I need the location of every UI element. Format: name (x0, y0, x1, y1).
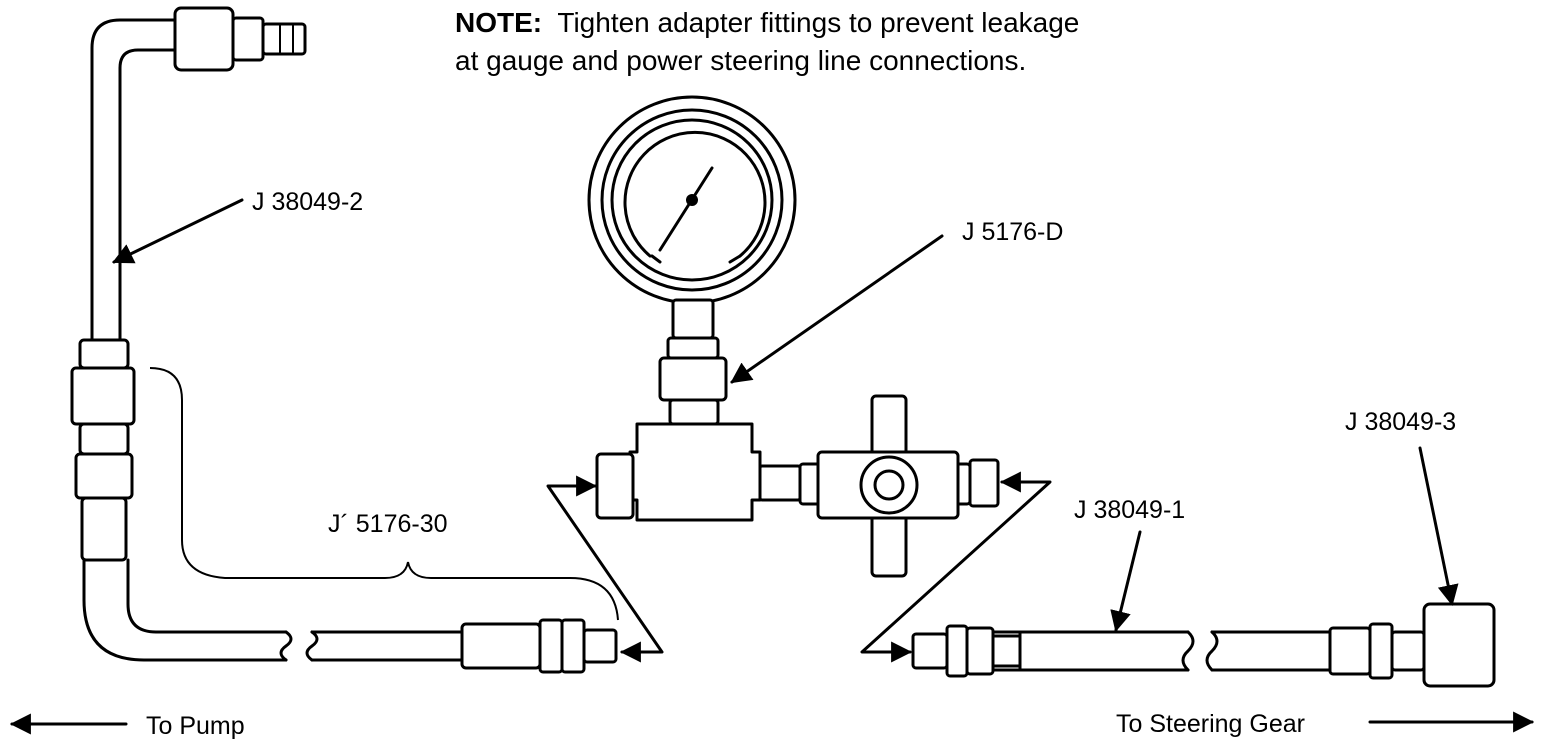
gear-hose-end-fitting (911, 632, 949, 670)
valve-knob (859, 455, 919, 515)
gear-hose-ferrule (965, 626, 995, 676)
gear-hose-nut (945, 624, 969, 678)
hex-fitting (74, 452, 134, 500)
label-gauge: J 5176-D (962, 218, 1063, 246)
note-text: NOTE: Tighten adapter fittings to preven… (455, 7, 1079, 38)
gauge-needle (658, 166, 714, 252)
hose-ferrule (78, 338, 130, 370)
gear-hose-crimp (1328, 626, 1372, 676)
gear-hose-assembly (911, 602, 1496, 688)
pump-hose-nut-1 (538, 618, 564, 674)
valve-thread (758, 464, 802, 502)
note-line1: Tighten adapter fittings to prevent leak… (557, 7, 1079, 38)
swivel-nut (70, 366, 136, 426)
pump-hose-bracket (149, 367, 619, 621)
to-pump-label: To Pump (146, 712, 245, 740)
label-hose-gear: J 38049-1 (1074, 496, 1185, 524)
gauge-stem (671, 298, 715, 340)
pump-hose-fitting (582, 628, 618, 664)
pump-hose-nut-2 (560, 618, 586, 674)
pump-hose-ferrule (460, 622, 542, 670)
gear-hose-crimp-ring (1368, 622, 1394, 680)
left-connection-line (546, 475, 664, 663)
hose-break-right (305, 630, 319, 662)
connection-lines (546, 471, 1052, 663)
right-connection-line (860, 471, 1052, 663)
leader-upper-hose (112, 198, 244, 264)
lower-ferrule (78, 422, 130, 456)
label-hose-pump: J´ 5176-30 (328, 510, 448, 538)
leader-adapter (1418, 446, 1459, 607)
leader-gauge (730, 234, 944, 384)
gauge-hex-nut (658, 356, 728, 402)
label-adapter: J 38049-3 (1345, 408, 1456, 436)
upper-hose (90, 18, 177, 342)
tee-body (628, 422, 762, 522)
upper-coupler-nut (173, 6, 235, 72)
gauge-scale-arc (623, 130, 767, 258)
hose-break-left (279, 630, 293, 662)
label-hose-upper: J 38049-2 (252, 188, 363, 216)
gear-hose-body (991, 630, 1190, 672)
tee-left-nut (595, 452, 635, 520)
adapter-body (1422, 602, 1496, 688)
gauge-thread (666, 336, 720, 360)
hose-crimp (80, 496, 128, 562)
upper-quick-connect (231, 16, 265, 62)
upper-quick-connect-tip (261, 22, 307, 56)
note-prefix: NOTE: (455, 7, 542, 38)
gear-hose-collar (1390, 630, 1426, 672)
upper-hose-assembly (70, 6, 307, 562)
note-line2: at gauge and power steering line connect… (455, 45, 1026, 76)
pump-hose-bend (82, 558, 288, 662)
pressure-gauge (587, 95, 1000, 578)
to-gear-label: To Steering Gear (1116, 710, 1305, 738)
leader-gear-hose (1110, 530, 1142, 633)
gauge-neck (668, 398, 720, 426)
valve-outlet-nut (968, 458, 1000, 508)
